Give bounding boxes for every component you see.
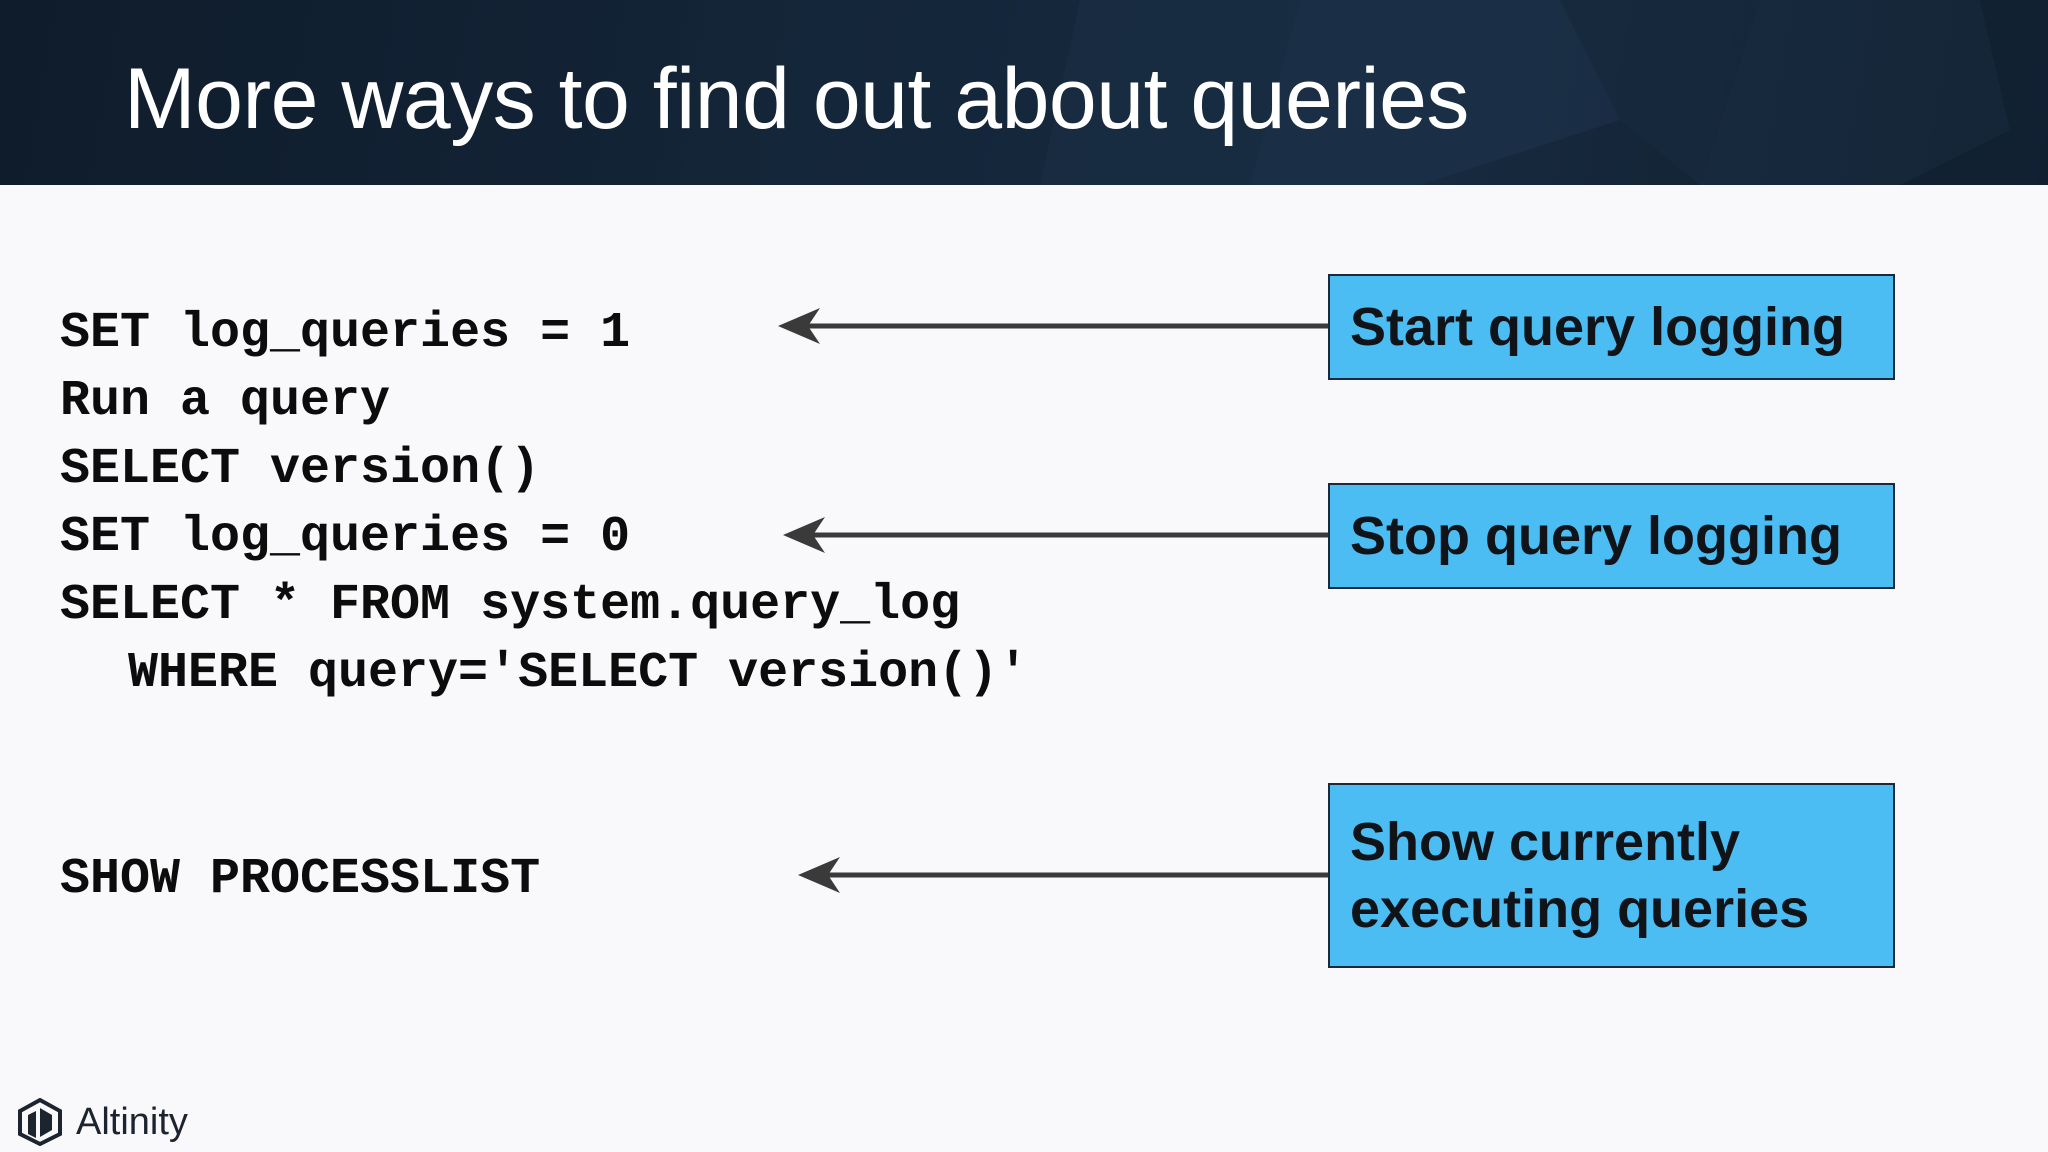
code-line-set-log-queries-off: SET log_queries = 0 <box>60 509 631 566</box>
callout-stop-label: Stop query logging <box>1350 505 1842 566</box>
altinity-logo-text: Altinity <box>76 1101 188 1143</box>
code-line-select-query-log: SELECT * FROM system.query_log <box>60 577 961 634</box>
banner-decoration <box>680 0 2048 185</box>
slide-title: More ways to find out about queries <box>124 51 1469 147</box>
code-line-run-query: Run a query <box>60 373 391 430</box>
code-line-show-processlist: SHOW PROCESSLIST <box>60 851 541 908</box>
callout-start-label: Start query logging <box>1350 296 1846 357</box>
callout-show-label-line1: Show currently <box>1350 811 1741 872</box>
code-line-set-log-queries-on: SET log_queries = 1 <box>60 305 631 362</box>
arrow-show-processlist <box>798 857 1328 893</box>
code-line-where-clause: WHERE query='SELECT version()' <box>128 645 1029 702</box>
title-banner: More ways to find out about queries <box>0 0 2048 185</box>
altinity-logo-icon <box>18 1098 62 1146</box>
altinity-logo: Altinity <box>18 1098 188 1146</box>
code-line-select-version: SELECT version() <box>60 441 541 498</box>
callout-show-label-line2: executing queries <box>1350 878 1810 939</box>
callout-show-executing-queries: Show currently executing queries <box>1328 783 1895 968</box>
callout-start-query-logging: Start query logging <box>1328 274 1895 380</box>
callout-stop-query-logging: Stop query logging <box>1328 483 1895 589</box>
arrow-stop-logging <box>783 517 1328 553</box>
arrow-start-logging <box>778 308 1328 344</box>
